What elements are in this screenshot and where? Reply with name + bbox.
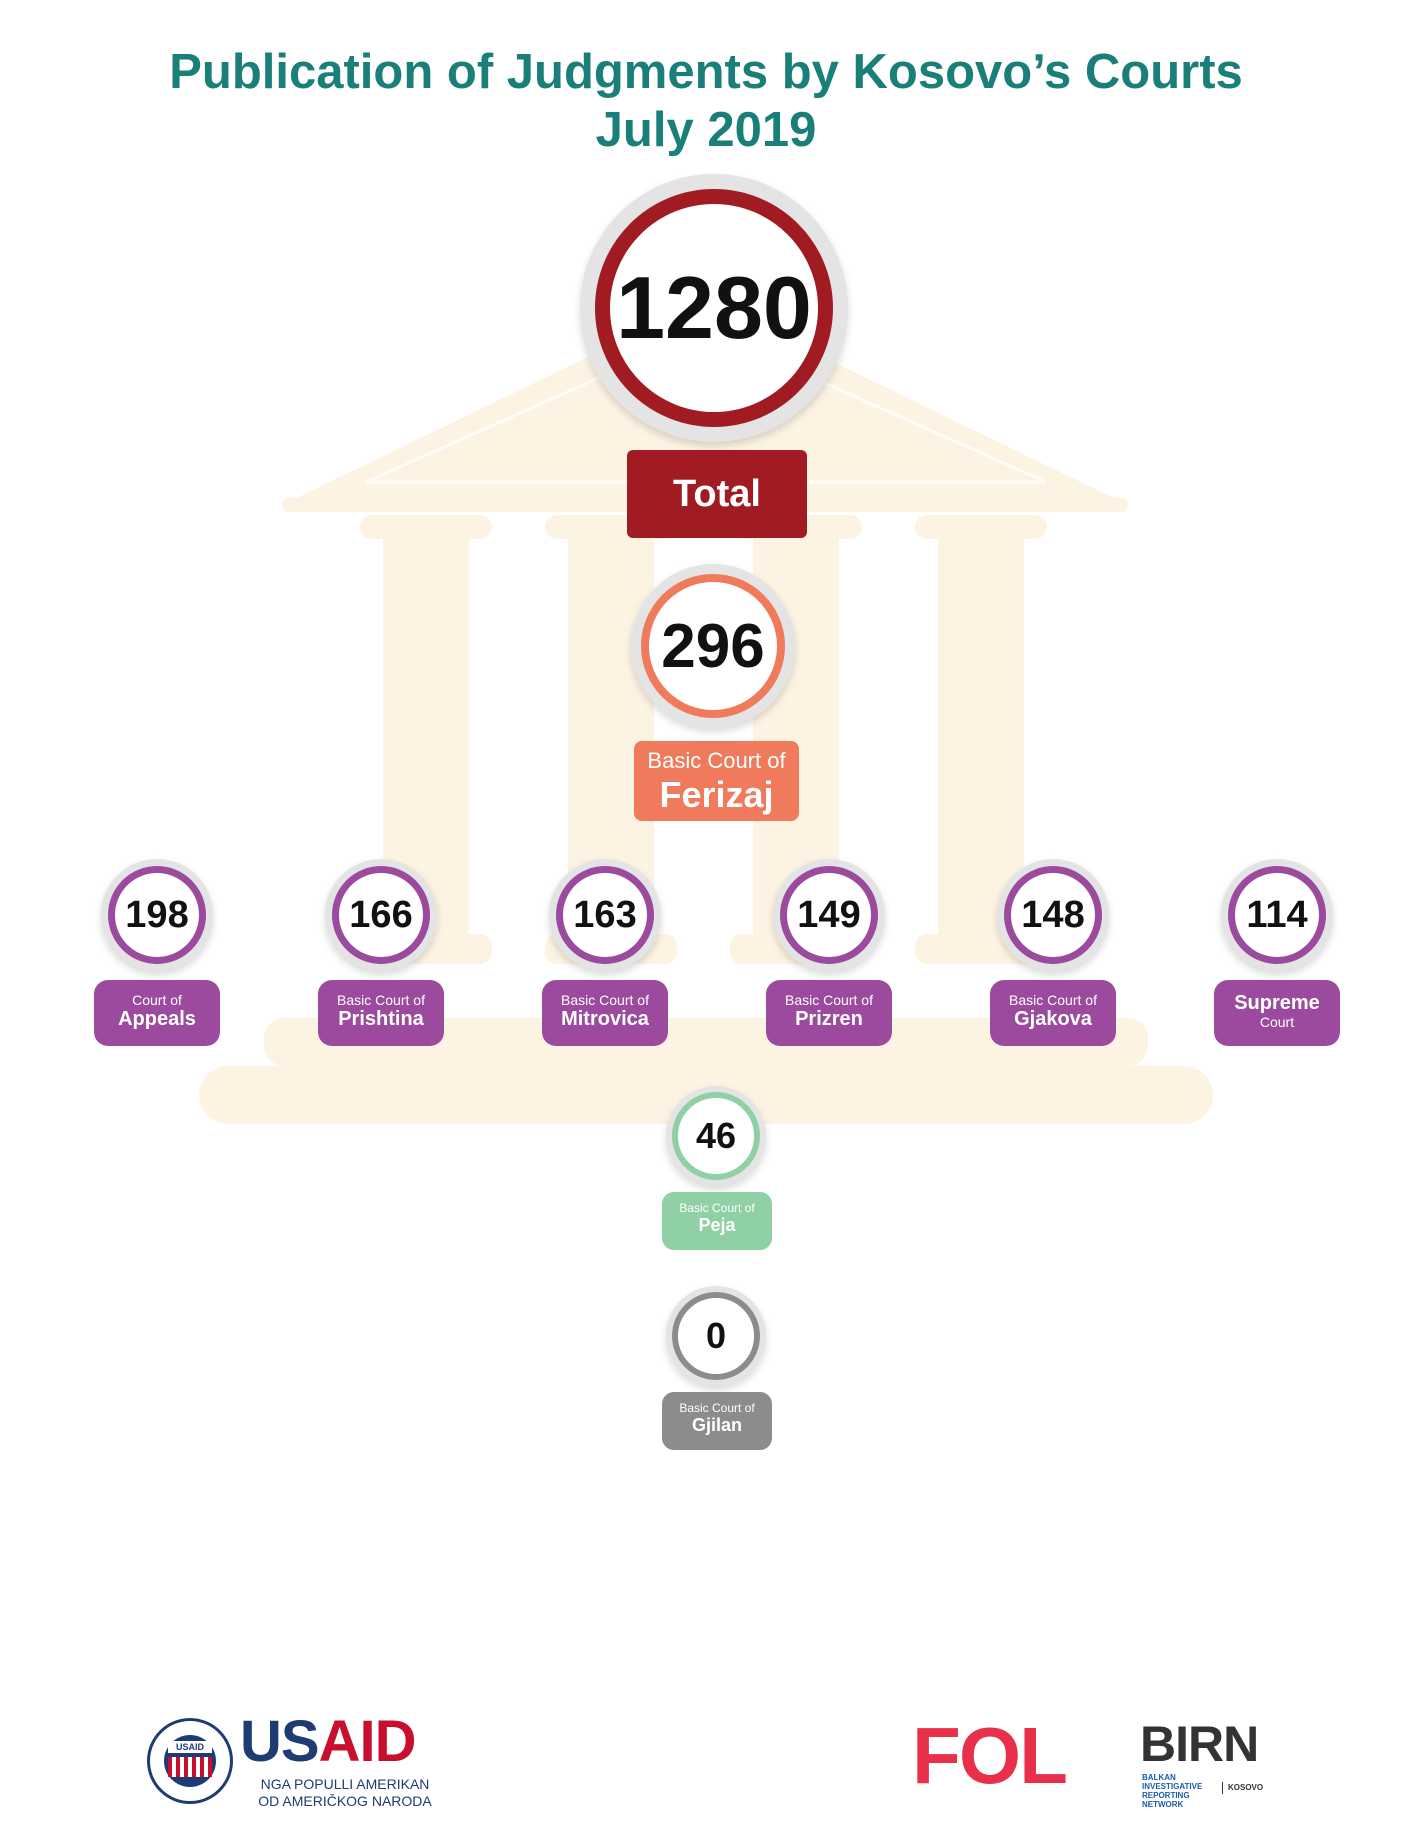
fol-logo: FOL bbox=[912, 1711, 1068, 1800]
court-badge: 163 bbox=[549, 859, 661, 971]
court-label-small: Basic Court of bbox=[679, 1201, 755, 1215]
usaid-subtitle-1: NGA POPULLI AMERIKAN bbox=[260, 1776, 430, 1792]
court-label-name: Gjilan bbox=[691, 1415, 742, 1435]
court-value: 46 bbox=[695, 1115, 737, 1156]
chart-title: Publication of Judgments by Kosovo’s Cou… bbox=[169, 45, 1243, 99]
court-label-small: Basic Court of bbox=[1009, 992, 1097, 1008]
court-badge: 114 bbox=[1221, 859, 1333, 971]
court-label-small: Basic Court of bbox=[337, 992, 425, 1008]
court-label-name: Mitrovica bbox=[561, 1008, 649, 1030]
court-value: 296 bbox=[661, 611, 765, 681]
court-label-small: Basic Court of bbox=[785, 992, 873, 1008]
birn-kosovo: KOSOVO bbox=[1222, 1782, 1263, 1794]
court-label-name: Appeals bbox=[118, 1008, 196, 1030]
usaid-seal-icon: USAID bbox=[147, 1718, 233, 1804]
chart-subtitle: July 2019 bbox=[595, 103, 817, 157]
usaid-subtitle-2: OD AMERIČKOG NARODA bbox=[258, 1793, 432, 1809]
court-label-small: Basic Court of bbox=[647, 748, 786, 773]
court-label-name: Prishtina bbox=[338, 1008, 424, 1030]
court-badge: 166 bbox=[325, 859, 437, 971]
court-value: 0 bbox=[705, 1315, 727, 1356]
court-value: 198 bbox=[125, 893, 189, 936]
court-value: 148 bbox=[1021, 893, 1085, 936]
column-capital bbox=[360, 515, 492, 539]
court-badge: 0 bbox=[666, 1286, 766, 1386]
court-label-small: Basic Court of bbox=[561, 992, 649, 1008]
court-badge: 198 bbox=[101, 859, 213, 971]
courthouse-step bbox=[264, 1018, 1148, 1066]
total-label: Total bbox=[627, 450, 807, 538]
court-label-name: Ferizaj bbox=[659, 774, 774, 815]
court-badge: 148 bbox=[997, 859, 1109, 971]
total-badge: 1280 bbox=[580, 174, 848, 442]
court-badge: 46 bbox=[666, 1086, 766, 1186]
total-value: 1280 bbox=[616, 258, 812, 357]
court-label-small: Court of bbox=[132, 992, 182, 1008]
court-label-name: Gjakova bbox=[1014, 1008, 1092, 1030]
court-value: 163 bbox=[573, 893, 637, 936]
court-value: 114 bbox=[1246, 893, 1308, 936]
usaid-logo: USAID bbox=[240, 1709, 416, 1774]
usaid-seal-text: USAID bbox=[168, 1741, 212, 1753]
court-label-small: Basic Court of bbox=[679, 1401, 755, 1415]
court-value: 149 bbox=[797, 893, 861, 936]
court-badge: 296 bbox=[631, 564, 795, 728]
birn-logo: BIRN bbox=[1140, 1716, 1259, 1772]
court-label-name: Supreme bbox=[1234, 992, 1320, 1014]
court-label-small: Court bbox=[1259, 1014, 1295, 1030]
birn-subtitle: BALKAN INVESTIGATIVE REPORTING NETWORK bbox=[1142, 1773, 1203, 1809]
court-label-name: Peja bbox=[698, 1215, 736, 1235]
court-value: 166 bbox=[349, 893, 413, 936]
court-label-name: Prizren bbox=[795, 1008, 863, 1030]
column-capital bbox=[915, 515, 1047, 539]
column bbox=[938, 539, 1024, 934]
court-badge: 149 bbox=[773, 859, 885, 971]
